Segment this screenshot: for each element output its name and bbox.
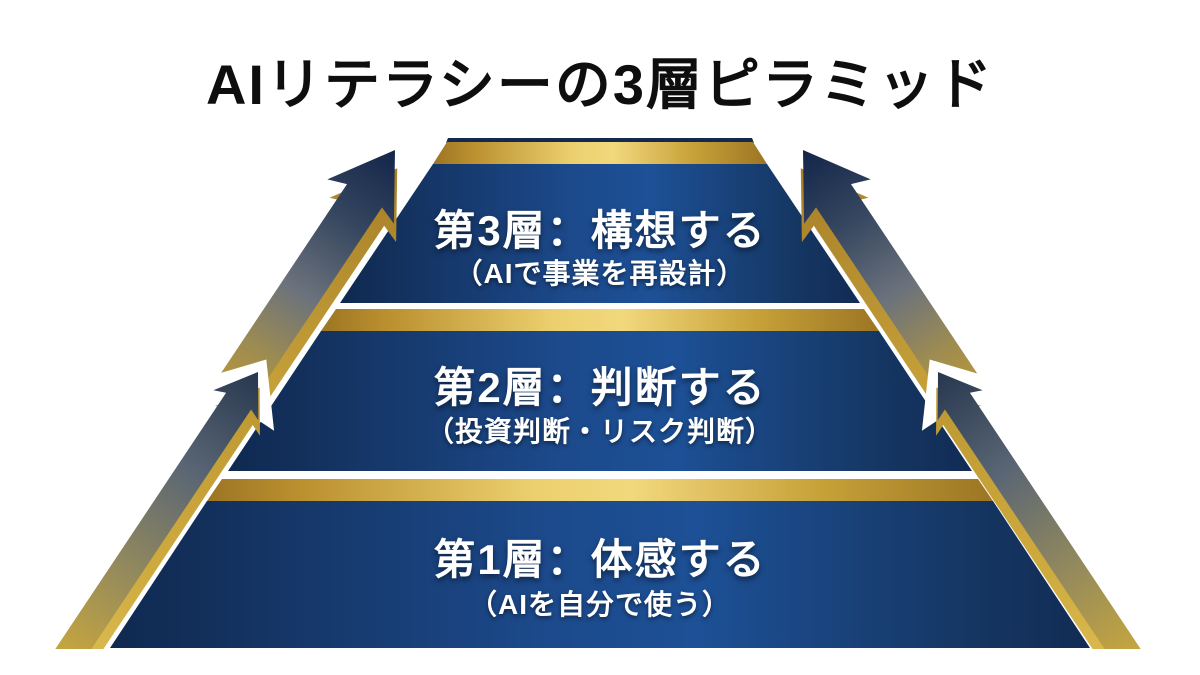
left-growth-arrow-icon [23,150,398,649]
right-arrow-lower-segment [921,359,1173,649]
right-arrow-upper-segment [800,150,979,417]
layer-2-body [228,331,972,471]
layer-1-gold-band [207,479,993,501]
layer-3-top-edge [446,138,754,143]
left-arrow-upper-segment [219,150,398,417]
left-arrow-lower-segment [23,359,275,649]
pyramid [110,138,1090,648]
layer-3-body [340,164,860,303]
layer-3-gold-band [433,142,767,164]
layer-1-body [110,501,1090,648]
right-growth-arrow-icon [800,150,1173,649]
layer-2-gold-band [321,309,879,331]
